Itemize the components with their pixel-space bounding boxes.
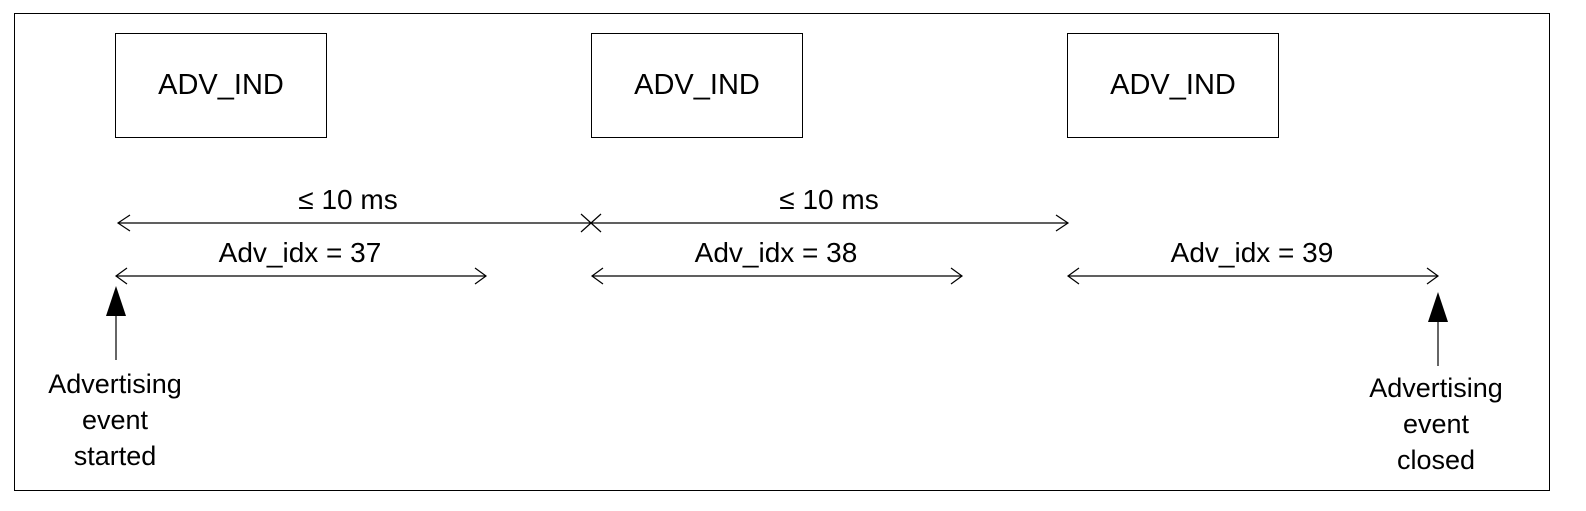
interval-label-2: ≤ 10 ms	[779, 184, 879, 215]
start-note-line-3: started	[73, 441, 157, 471]
index-arrow-39	[1066, 267, 1440, 285]
index-arrow-37	[114, 267, 488, 285]
end-note: Advertising event closed	[1336, 370, 1536, 478]
pdu-box-1-label: ADV_IND	[158, 69, 284, 101]
interval-arrow-2	[591, 214, 1070, 232]
interval-boundary-cross-icon	[580, 213, 602, 233]
interval-arrow-1	[116, 214, 591, 232]
start-note: Advertising event started	[15, 366, 215, 474]
end-note-line-1: Advertising	[1369, 373, 1503, 403]
index-label-38: Adv_idx = 38	[694, 237, 858, 268]
end-note-line-2: event	[1402, 409, 1470, 439]
pdu-box-2-label: ADV_IND	[634, 69, 760, 101]
pdu-box-3-label: ADV_IND	[1110, 69, 1236, 101]
start-note-line-1: Advertising	[48, 369, 182, 399]
index-label-37: Adv_idx = 37	[218, 237, 382, 268]
start-note-line-2: event	[81, 405, 149, 435]
end-note-line-3: closed	[1396, 445, 1476, 475]
pdu-box-1: ADV_IND	[115, 33, 327, 138]
diagram-frame	[14, 13, 1550, 491]
index-arrow-38	[590, 267, 964, 285]
pdu-box-2: ADV_IND	[591, 33, 803, 138]
start-pointer-arrow-icon	[106, 286, 126, 360]
index-label-39: Adv_idx = 39	[1170, 237, 1334, 268]
pdu-box-3: ADV_IND	[1067, 33, 1279, 138]
interval-label-1: ≤ 10 ms	[298, 184, 398, 215]
end-pointer-arrow-icon	[1428, 292, 1448, 366]
